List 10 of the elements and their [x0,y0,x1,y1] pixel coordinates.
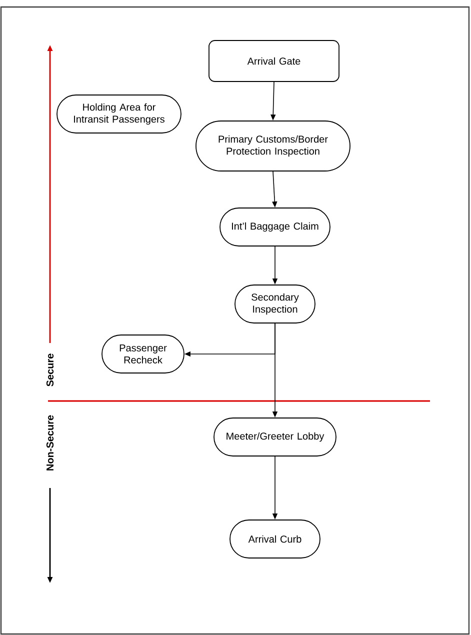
process-box: Arrival Gate [208,40,340,82]
terminal-box: Primary Customs/Border Protection Inspection [196,120,350,172]
terminal-box: Secondary Inspection [234,284,316,324]
terminal-box: Int’l Baggage Claim [220,208,330,246]
terminal-box: Passenger Recheck [102,334,184,374]
terminal-box: Holding Area for Intransit Passengers [56,94,182,134]
terminal-box: Arrival Curb [230,520,320,558]
zone-label: Non-Secure [46,415,54,470]
terminal-box: Meeter/Greeter Lobby [214,418,336,456]
zone-label: Secure [46,354,54,386]
